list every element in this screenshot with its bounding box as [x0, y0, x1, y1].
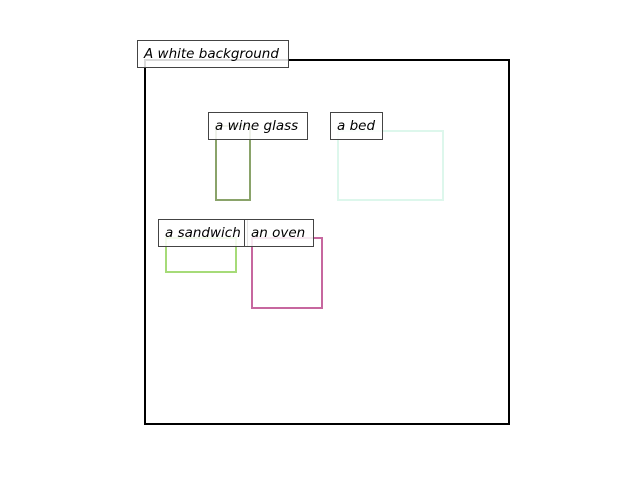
background-label: A white background [137, 40, 289, 68]
oven-label: an oven [244, 219, 314, 247]
oven-box [251, 237, 323, 309]
bed-label: a bed [330, 112, 383, 140]
sandwich-label: a sandwich [158, 219, 248, 247]
bed-box [337, 130, 444, 201]
canvas-frame [144, 59, 510, 425]
wine-glass-label: a wine glass [208, 112, 308, 140]
